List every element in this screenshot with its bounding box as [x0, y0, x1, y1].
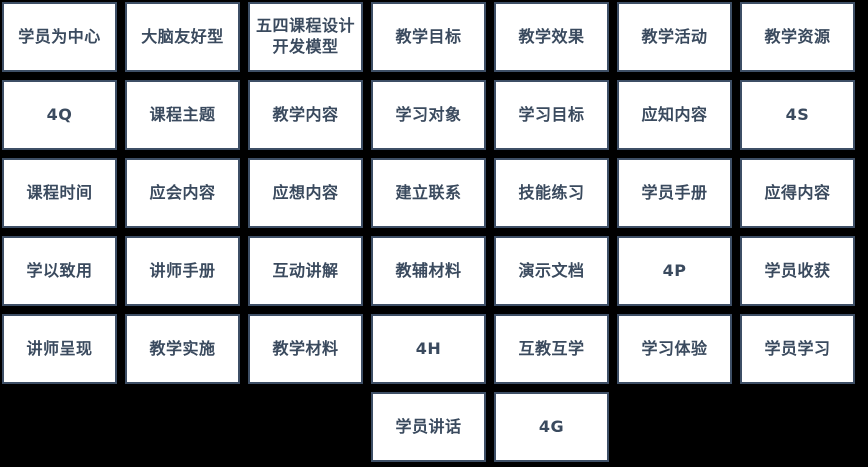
card-tile[interactable]: 4P: [617, 236, 732, 306]
card-label: 学习对象: [395, 104, 462, 124]
card-label: 课程时间: [26, 182, 93, 202]
card-label: 学员讲话: [395, 416, 462, 436]
card-tile[interactable]: 建立联系: [371, 158, 486, 228]
card-label: 4P: [662, 260, 687, 280]
card-label: 教学材料: [272, 338, 339, 358]
card-tile[interactable]: 讲师手册: [125, 236, 240, 306]
card-tile[interactable]: 教学实施: [125, 314, 240, 384]
card-label: 建立联系: [395, 182, 462, 202]
card-tile[interactable]: 学员收获: [740, 236, 855, 306]
card-tile[interactable]: 五四课程设计开发模型: [248, 2, 363, 72]
card-tile[interactable]: 大脑友好型: [125, 2, 240, 72]
card-tile[interactable]: 互教互学: [494, 314, 609, 384]
card-tile[interactable]: 课程主题: [125, 80, 240, 150]
card-label: 课程主题: [149, 104, 216, 124]
card-tile[interactable]: 学以致用: [2, 236, 117, 306]
card-tile[interactable]: 演示文档: [494, 236, 609, 306]
card-tile[interactable]: 教学资源: [740, 2, 855, 72]
card-tile[interactable]: 教学材料: [248, 314, 363, 384]
card-label: 4G: [538, 416, 565, 436]
card-tile[interactable]: 课程时间: [2, 158, 117, 228]
card-label: 讲师手册: [149, 260, 216, 280]
card-tile[interactable]: 应得内容: [740, 158, 855, 228]
card-label: 演示文档: [518, 260, 585, 280]
card-label: 应会内容: [149, 182, 216, 202]
card-tile[interactable]: 应想内容: [248, 158, 363, 228]
card-tile[interactable]: 学员学习: [740, 314, 855, 384]
card-label: 教学目标: [395, 26, 462, 46]
card-tile[interactable]: 学习体验: [617, 314, 732, 384]
card-row-6: 学员讲话 4G: [2, 392, 866, 462]
card-tile[interactable]: 学习目标: [494, 80, 609, 150]
card-label: 教学资源: [764, 26, 831, 46]
card-tile[interactable]: 4S: [740, 80, 855, 150]
card-tile[interactable]: 学员讲话: [371, 392, 486, 462]
card-tile[interactable]: 教学内容: [248, 80, 363, 150]
card-label: 应得内容: [764, 182, 831, 202]
card-tile[interactable]: 学员手册: [617, 158, 732, 228]
card-tile[interactable]: 教辅材料: [371, 236, 486, 306]
card-tile[interactable]: 4H: [371, 314, 486, 384]
card-label: 教辅材料: [395, 260, 462, 280]
card-row-4: 学以致用 讲师手册 互动讲解 教辅材料 演示文档 4P 学员收获: [2, 236, 866, 306]
card-label: 技能练习: [518, 182, 585, 202]
card-label: 学习体验: [641, 338, 708, 358]
card-tile[interactable]: 互动讲解: [248, 236, 363, 306]
card-label: 教学活动: [641, 26, 708, 46]
card-tile[interactable]: 教学效果: [494, 2, 609, 72]
card-tile[interactable]: 4G: [494, 392, 609, 462]
card-label: 学员学习: [764, 338, 831, 358]
card-row-2: 4Q 课程主题 教学内容 学习对象 学习目标 应知内容 4S: [2, 80, 866, 150]
card-tile[interactable]: 教学活动: [617, 2, 732, 72]
card-tile[interactable]: 学习对象: [371, 80, 486, 150]
card-label: 互动讲解: [272, 260, 339, 280]
card-row-5: 讲师呈现 教学实施 教学材料 4H 互教互学 学习体验 学员学习: [2, 314, 866, 384]
card-row-3: 课程时间 应会内容 应想内容 建立联系 技能练习 学员手册 应得内容: [2, 158, 866, 228]
card-tile[interactable]: 讲师呈现: [2, 314, 117, 384]
card-label: 五四课程设计开发模型: [256, 16, 356, 56]
card-tile[interactable]: 技能练习: [494, 158, 609, 228]
card-label: 4S: [785, 104, 810, 124]
card-label: 应想内容: [272, 182, 339, 202]
card-label: 4H: [415, 338, 442, 358]
card-label: 学员为中心: [18, 26, 101, 46]
card-label: 互教互学: [518, 338, 585, 358]
card-tile[interactable]: 4Q: [2, 80, 117, 150]
card-label: 学习目标: [518, 104, 585, 124]
card-tile[interactable]: 教学目标: [371, 2, 486, 72]
card-tile[interactable]: 应会内容: [125, 158, 240, 228]
card-label: 讲师呈现: [26, 338, 93, 358]
row-offset-spacer: [2, 392, 117, 462]
card-label: 学员收获: [764, 260, 831, 280]
row-offset-spacer: [125, 392, 240, 462]
card-label: 教学实施: [149, 338, 216, 358]
card-label: 大脑友好型: [141, 26, 224, 46]
row-offset-spacer: [248, 392, 363, 462]
card-label: 学以致用: [26, 260, 93, 280]
card-row-1: 学员为中心 大脑友好型 五四课程设计开发模型 教学目标 教学效果 教学活动 教学…: [2, 2, 866, 72]
card-label: 教学效果: [518, 26, 585, 46]
card-tile[interactable]: 学员为中心: [2, 2, 117, 72]
card-label: 应知内容: [641, 104, 708, 124]
card-label: 4Q: [46, 104, 73, 124]
card-label: 学员手册: [641, 182, 708, 202]
card-label: 教学内容: [272, 104, 339, 124]
card-tile[interactable]: 应知内容: [617, 80, 732, 150]
